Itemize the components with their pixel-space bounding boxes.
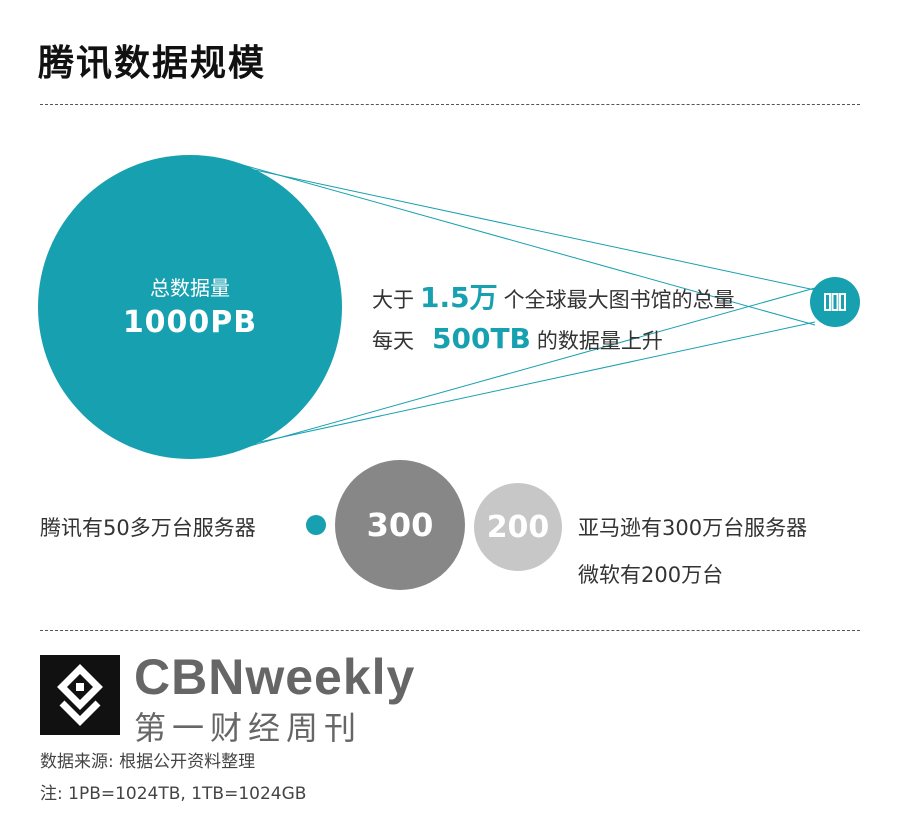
- connector-line: [224, 287, 816, 454]
- source-note: 数据来源: 根据公开资料整理: [40, 752, 256, 772]
- microsoft-circle: [474, 483, 562, 571]
- microsoft-value: 200: [486, 509, 550, 545]
- total-data-label: 总数据量: [150, 276, 230, 300]
- amazon-servers-text: 亚马逊有300万台服务器: [578, 516, 808, 540]
- tencent-servers-text: 腾讯有50多万台服务器: [40, 516, 256, 540]
- library-circle: [810, 277, 860, 327]
- comparison-suffix: 个全球最大图书馆的总量: [503, 288, 735, 312]
- comparison-prefix: 大于: [372, 288, 414, 312]
- microsoft-servers-text: 微软有200万台: [578, 563, 724, 587]
- comparison-number: 1.5万: [420, 281, 498, 314]
- cbn-logo-icon: [40, 655, 120, 735]
- total-data-circle: [38, 155, 342, 459]
- comparison-suffix: 的数据量上升: [536, 329, 663, 353]
- connector-lines: [224, 159, 816, 454]
- connector-line: [254, 321, 816, 444]
- tencent-dot: [306, 515, 326, 535]
- bottom-divider: [40, 630, 860, 631]
- page-title: 腾讯数据规模: [38, 43, 267, 84]
- connector-line: [254, 169, 816, 291]
- amazon-circle: [335, 460, 465, 590]
- connector-line: [224, 159, 816, 326]
- amazon-value: 300: [366, 506, 434, 544]
- top-divider: [40, 104, 860, 105]
- comparison-number: 500TB: [432, 322, 531, 355]
- brand-name-en: CBNweekly: [134, 649, 416, 705]
- brand-name-cn: 第一财经周刊: [134, 709, 363, 747]
- total-data-value: 1000PB: [122, 305, 258, 340]
- comparison-prefix: 每天: [372, 329, 414, 353]
- unit-note: 注: 1PB=1024TB, 1TB=1024GB: [40, 784, 307, 804]
- books-icon: [810, 277, 860, 327]
